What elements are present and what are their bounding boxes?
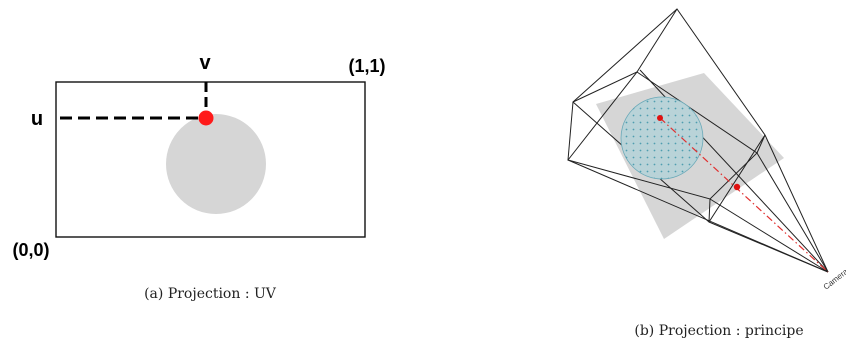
sphere-center-point [657, 115, 663, 121]
caption-uv: (a) Projection : UV [144, 286, 277, 302]
label-u: u [31, 108, 43, 130]
sphere [620, 96, 704, 180]
caption-principe: (b) Projection : principe [634, 323, 803, 339]
label-v: v [199, 52, 211, 74]
frustum-edges [567, 8, 829, 273]
projected-point [198, 110, 214, 126]
plane-projected-point [733, 183, 741, 191]
projection-ray [659, 117, 829, 273]
label-top-right: (1,1) [348, 56, 385, 76]
uv-frame [55, 81, 366, 238]
frustum-diagram: Camera (b) Projection : principe [567, 8, 846, 339]
uv-diagram: v u (1,1) (0,0) (a) Projection : UV [12, 52, 385, 302]
projected-disc [166, 114, 266, 214]
label-bottom-left: (0,0) [12, 240, 49, 260]
